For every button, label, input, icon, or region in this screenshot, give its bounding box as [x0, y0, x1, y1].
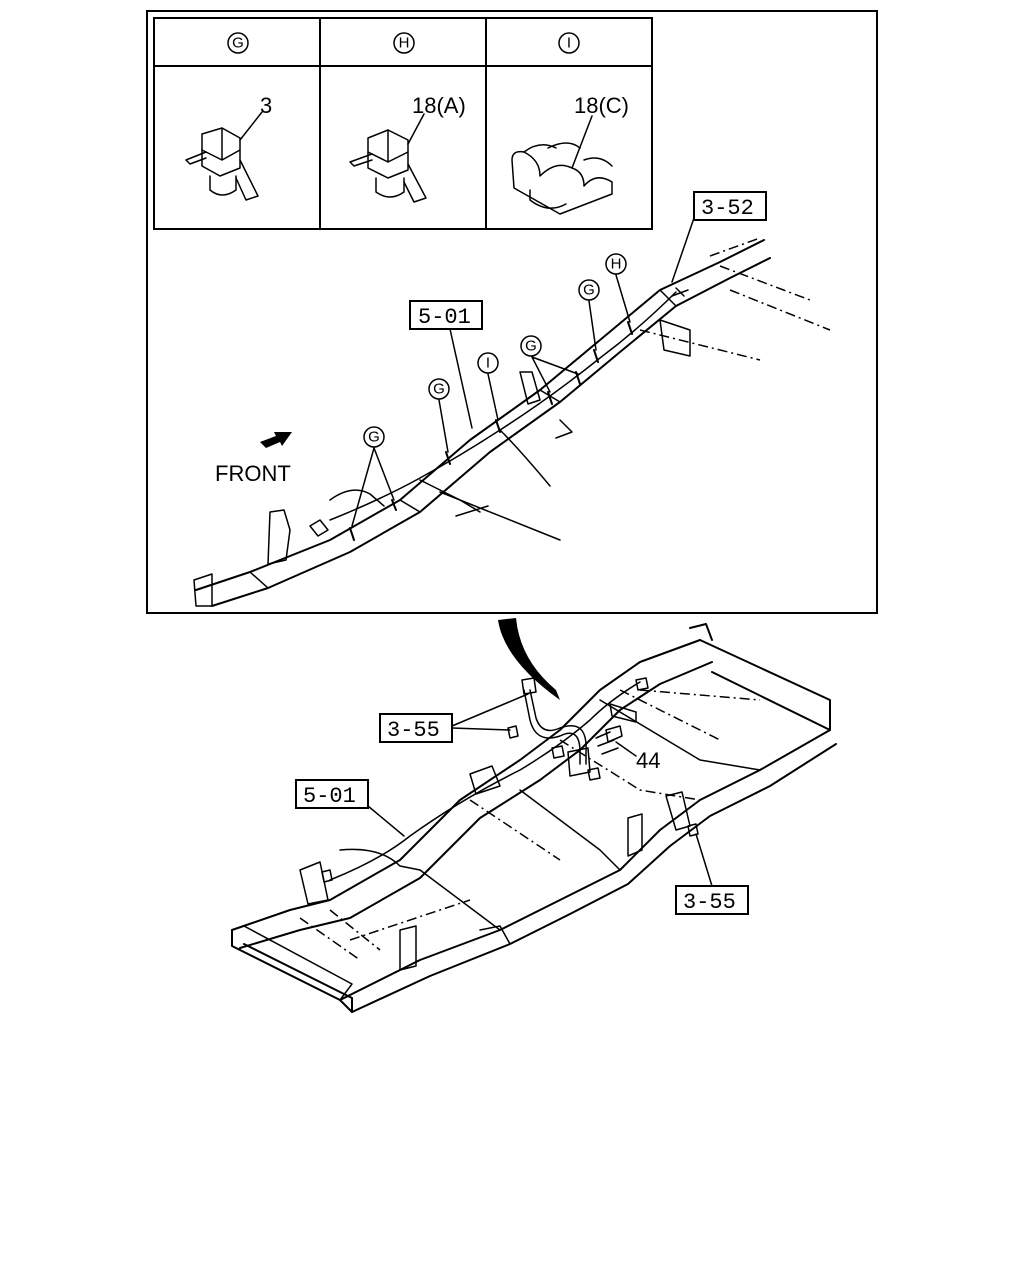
- legend-symbol-i-text: I: [567, 35, 571, 52]
- legend-symbol-h-text: H: [399, 35, 410, 52]
- ref-box-3-55-lower: 3-55: [675, 833, 749, 915]
- detail-frame-rail: [193, 237, 831, 607]
- clip-3-drawing: [185, 111, 263, 201]
- ref-box-5-01-detail-text: 5-01: [418, 305, 471, 330]
- clip-legend-table: G H I 3 18(A): [153, 17, 653, 230]
- main-harness: [321, 677, 699, 883]
- clip-marker-i: [477, 352, 499, 374]
- ref-box-3-52-text: 3-52: [701, 196, 754, 221]
- clip-marker-g-4-text: G: [583, 282, 595, 299]
- ref-box-3-52: 3-52: [671, 191, 767, 283]
- ref-box-5-01-main: 5-01: [295, 779, 405, 837]
- part-number-44: 44: [636, 748, 660, 773]
- clip-marker-h: [605, 253, 627, 275]
- legend-symbol-h: H: [393, 32, 415, 54]
- clip-marker-g-2-text: G: [433, 381, 445, 398]
- ref-box-5-01-detail: 5-01: [409, 300, 483, 429]
- detail-frame: [146, 10, 878, 614]
- zoom-arrow-icon: [498, 618, 560, 700]
- clip-18c-drawing: [511, 115, 613, 215]
- legend-symbol-g: G: [227, 32, 249, 54]
- clip-marker-g-1-text: G: [368, 429, 380, 446]
- main-chassis-frame: [231, 623, 837, 1013]
- clip-marker-h-text: H: [611, 256, 622, 273]
- ref-box-3-55-lower-text: 3-55: [683, 890, 736, 915]
- legend-part-3: 3: [260, 93, 272, 118]
- legend-part-18a: 18(A): [412, 93, 466, 118]
- clip-marker-g-3: [520, 335, 542, 357]
- detail-clip-markers: G G I G G H: [351, 253, 631, 527]
- ref-box-5-01-main-text: 5-01: [303, 784, 356, 809]
- clip-marker-g-4: [578, 279, 600, 301]
- front-label: FRONT: [215, 461, 291, 486]
- legend-part-18c: 18(C): [574, 93, 629, 118]
- legend-symbol-g-text: G: [232, 35, 244, 52]
- ref-box-3-55-upper: 3-55: [379, 693, 529, 743]
- clip-marker-g-1: [363, 426, 385, 448]
- clip-marker-g-2: [428, 378, 450, 400]
- clip-marker-g-3-text: G: [525, 338, 537, 355]
- clip-18a-drawing: [349, 113, 427, 203]
- legend-symbol-i: I: [558, 32, 580, 54]
- front-arrow-icon: [260, 432, 292, 448]
- ref-box-3-55-upper-text: 3-55: [387, 718, 440, 743]
- clip-marker-i-text: I: [486, 355, 490, 372]
